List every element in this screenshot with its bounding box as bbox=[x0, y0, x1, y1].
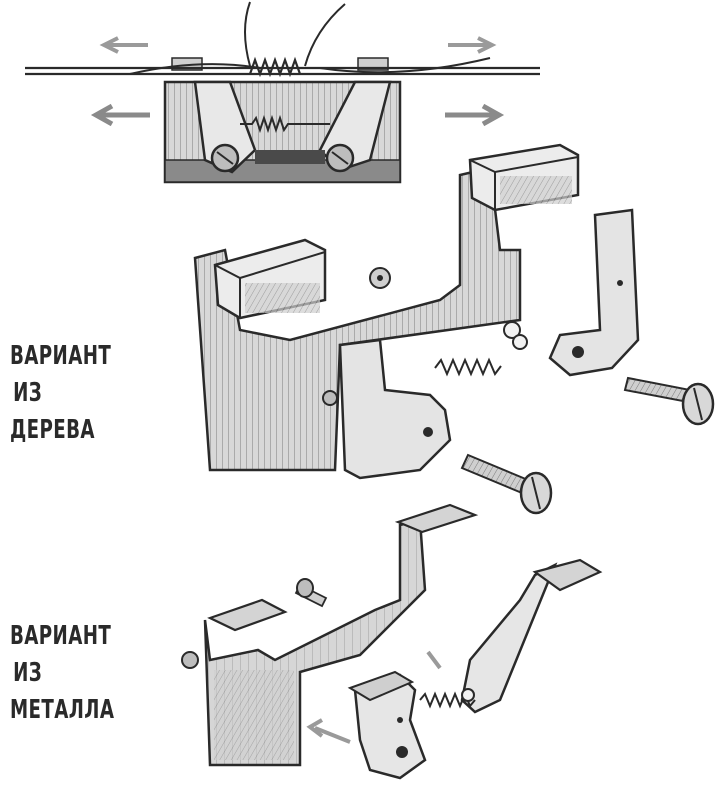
wood-spring bbox=[434, 357, 502, 377]
label-metal-line-1: ВАРИАНТ bbox=[10, 621, 112, 651]
metal-small-screw bbox=[294, 578, 328, 608]
label-wood-line-3: ДЕРЕВА bbox=[10, 415, 95, 445]
wire-coil bbox=[248, 56, 302, 78]
metal-right-tab bbox=[394, 503, 479, 534]
label-wood-line-1: ВАРИАНТ bbox=[10, 341, 112, 371]
metal-arrow-lower bbox=[306, 718, 351, 744]
wood-bolt-upper bbox=[623, 376, 715, 426]
label-metal-line-2: ИЗ bbox=[13, 658, 43, 688]
label-metal-variant: ВАРИАНТ ИЗ МЕТАЛЛА bbox=[10, 618, 114, 729]
assembled-clamp bbox=[25, 1, 540, 184]
arrow-top-right bbox=[448, 36, 497, 54]
wood-front-lever bbox=[338, 338, 452, 480]
wood-right-lever bbox=[548, 208, 640, 377]
metal-arm-tab bbox=[532, 558, 603, 592]
arrow-mid-left bbox=[90, 103, 150, 127]
metal-arrow-upper bbox=[426, 650, 442, 670]
arrow-mid-right bbox=[445, 103, 505, 127]
clamp-inner-spring bbox=[240, 114, 330, 134]
wood-variant bbox=[193, 143, 715, 515]
clamp-left-lever bbox=[193, 80, 257, 174]
label-metal-line-3: МЕТАЛЛА bbox=[10, 695, 115, 725]
metal-variant bbox=[181, 503, 603, 780]
metal-left-tab bbox=[207, 598, 288, 632]
wood-bolt-lower bbox=[460, 453, 553, 515]
label-wood-variant: ВАРИАНТ ИЗ ДЕРЕВА bbox=[10, 338, 111, 449]
metal-arm bbox=[460, 562, 558, 714]
label-wood-line-2: ИЗ bbox=[13, 378, 43, 408]
arrow-top-left bbox=[99, 36, 148, 54]
